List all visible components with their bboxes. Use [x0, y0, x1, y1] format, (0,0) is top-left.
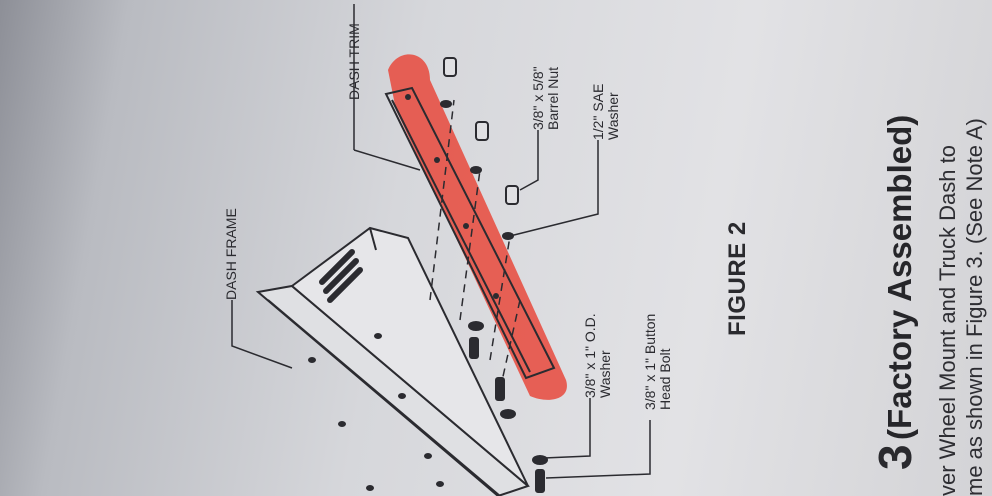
alignment-lines — [429, 99, 521, 391]
figure-caption: FIGURE 2 — [724, 221, 751, 336]
trim-holes — [405, 94, 499, 299]
frame-vent-slots — [319, 249, 363, 303]
step-body-line-2: me as shown in Figure 3. (See Note A) — [962, 118, 987, 496]
label-dash-frame: DASH FRAME — [223, 208, 239, 300]
label-dash-trim: DASH TRIM — [346, 23, 362, 100]
dash-trim-bar — [384, 86, 556, 380]
label-sae-washer: 1/2" SAE Washer — [590, 83, 621, 140]
leader-lines — [231, 4, 651, 479]
frame-holes — [308, 333, 444, 491]
label-barrel-nut: 3/8" x 5/8" Barrel Nut — [530, 66, 561, 130]
dash-trim-highlight — [388, 54, 567, 400]
step-body-line-1: ver Wheel Mount and Truck Dash to — [935, 145, 960, 496]
dash-frame-plate — [255, 226, 531, 496]
barrel-nuts — [443, 57, 519, 205]
label-button-head-bolt: 3/8" x 1" Button Head Bolt — [642, 313, 673, 410]
step-heading: 3 (Factory Assembled) — [868, 115, 922, 470]
label-od-washer: 3/8" x 1" O.D. Washer — [582, 313, 613, 398]
step-number: 3 — [869, 444, 921, 470]
step-title: (Factory Assembled) — [881, 114, 918, 440]
sae-washers — [440, 100, 514, 240]
